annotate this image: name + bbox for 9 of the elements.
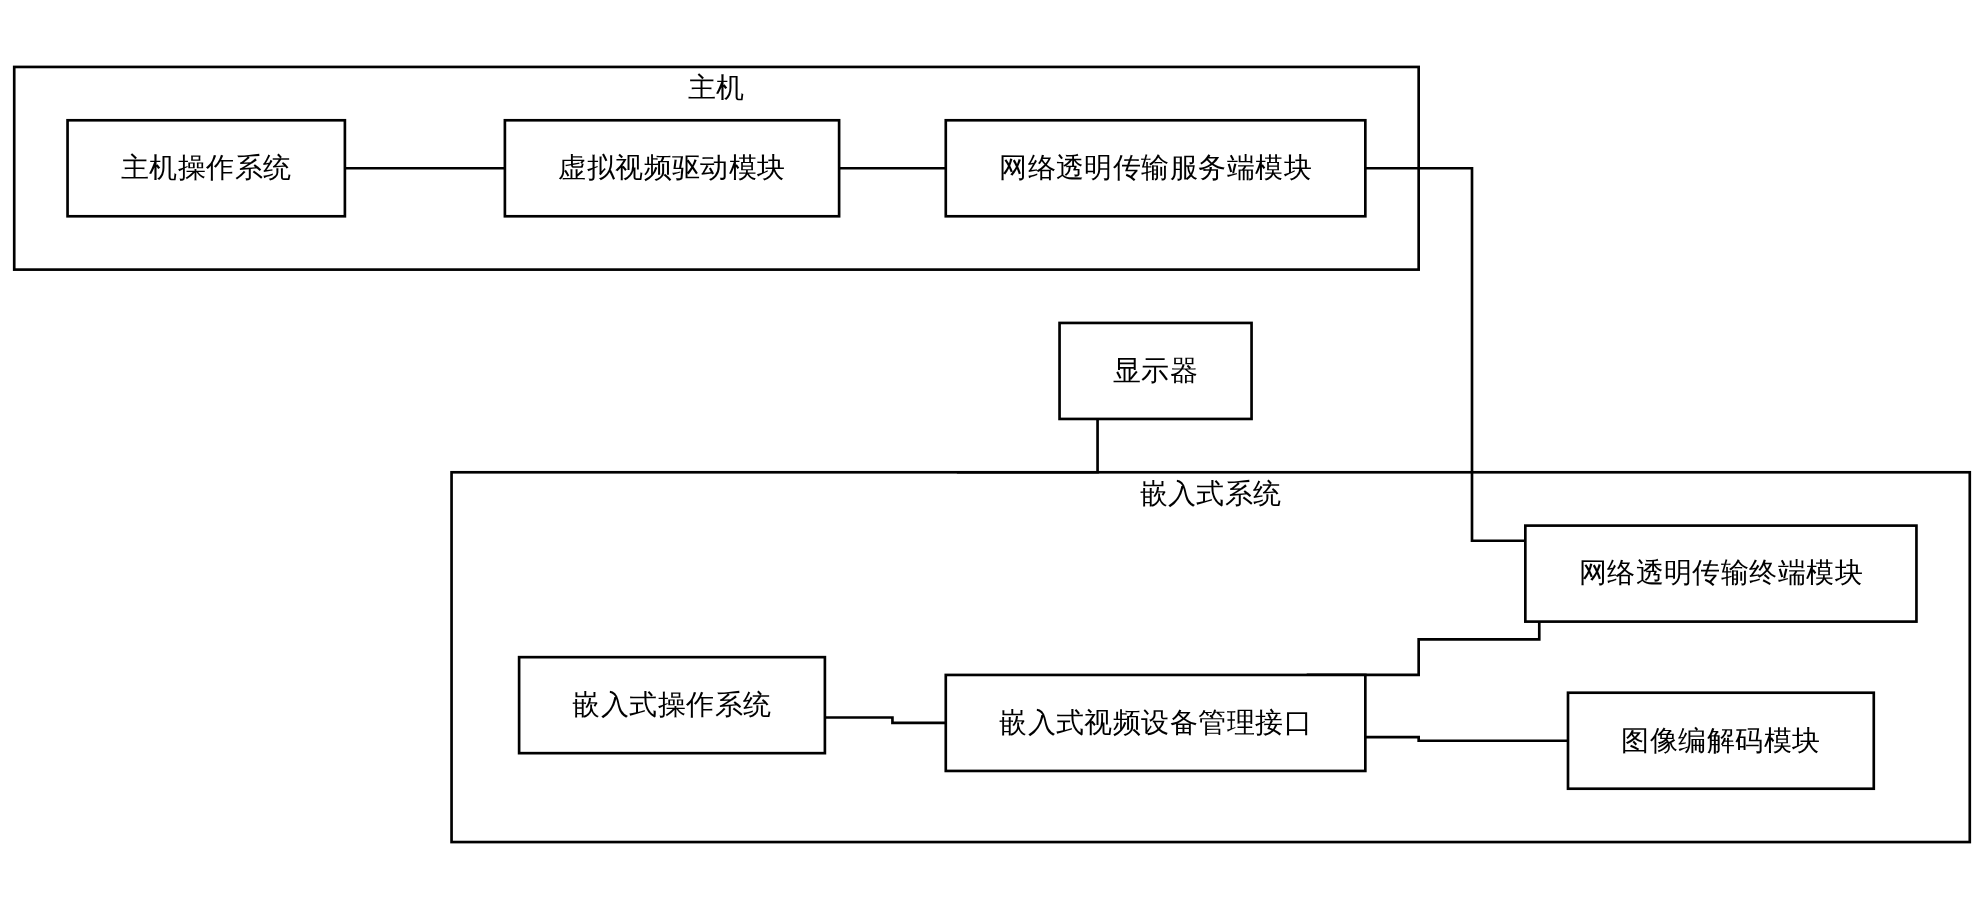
node-box: 虚拟视频驱动模块 bbox=[503, 118, 841, 218]
node-box: 嵌入式操作系统 bbox=[517, 655, 827, 755]
connector bbox=[956, 418, 1099, 474]
node-box: 嵌入式视频设备管理接口 bbox=[944, 673, 1367, 773]
node-box: 网络透明传输终端模块 bbox=[1524, 524, 1918, 623]
node-box: 主机操作系统 bbox=[66, 118, 347, 218]
node-box: 图像编解码模块 bbox=[1566, 691, 1876, 791]
node-box: 显示器 bbox=[1058, 321, 1253, 421]
node-box: 网络透明传输服务端模块 bbox=[944, 118, 1367, 218]
